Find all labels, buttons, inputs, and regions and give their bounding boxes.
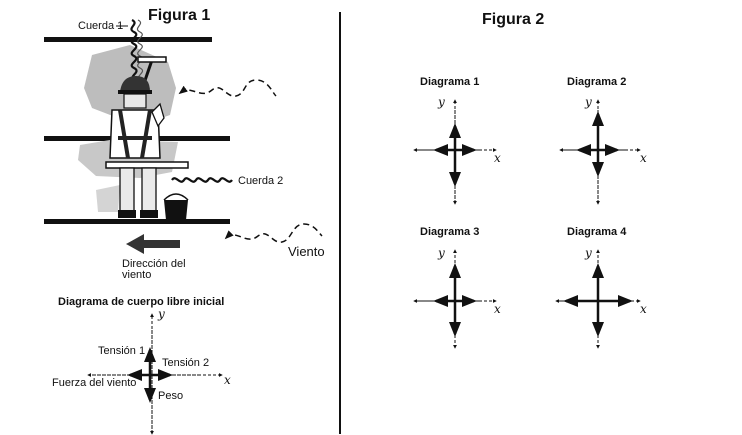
cuerda2-label: Cuerda 2 xyxy=(238,175,283,187)
cuerda1-label: Cuerda 1 xyxy=(78,20,123,32)
diagrama3-label: Diagrama 3 xyxy=(420,226,479,238)
diagrama4 xyxy=(555,249,641,349)
direccion-label-line1: Dirección del xyxy=(122,258,186,270)
tension2-label: Tensión 2 xyxy=(162,357,209,369)
diagrama4-x-label: x xyxy=(640,302,647,316)
fbd-initial-vectors xyxy=(127,347,173,403)
fuerza-viento-label: Fuerza del viento xyxy=(52,377,136,389)
beam-top xyxy=(44,37,212,42)
direccion-label-line2: viento xyxy=(122,269,151,281)
diagrama1-x-label: x xyxy=(494,151,501,165)
fbd-initial-x-label: x xyxy=(224,373,231,387)
cuerda2-rope xyxy=(171,177,233,183)
diagrama4-y-label: y xyxy=(584,246,592,260)
diagrama2-y-label: y xyxy=(584,95,592,109)
figura2-title: Figura 2 xyxy=(482,11,544,28)
fbd-initial-title: Diagrama de cuerpo libre inicial xyxy=(58,296,224,308)
diagrama2-x-label: x xyxy=(640,151,647,165)
diagrama1 xyxy=(413,99,497,205)
wind-squiggle-bottom xyxy=(224,223,323,243)
cuerda1-rope xyxy=(130,19,144,81)
wind-squiggle-top xyxy=(178,79,277,97)
figura1-title: Figura 1 xyxy=(148,7,210,24)
fbd-initial-y-label: y xyxy=(157,307,165,321)
wind-direction-arrow xyxy=(126,234,180,254)
diagrama2 xyxy=(559,99,641,205)
viento-label: Viento xyxy=(288,244,325,259)
diagrama3-x-label: x xyxy=(494,302,501,316)
diagrama4-label: Diagrama 4 xyxy=(567,226,627,238)
worker-illustration xyxy=(105,56,189,220)
peso-label: Peso xyxy=(158,390,183,402)
diagrama3-y-label: y xyxy=(437,246,445,260)
diagrama1-label: Diagrama 1 xyxy=(420,76,479,88)
beam-bottom xyxy=(44,219,230,224)
tension1-label: Tensión 1 xyxy=(98,345,145,357)
diagrama3 xyxy=(413,249,497,349)
diagrama1-y-label: y xyxy=(437,95,445,109)
diagrama2-label: Diagrama 2 xyxy=(567,76,626,88)
